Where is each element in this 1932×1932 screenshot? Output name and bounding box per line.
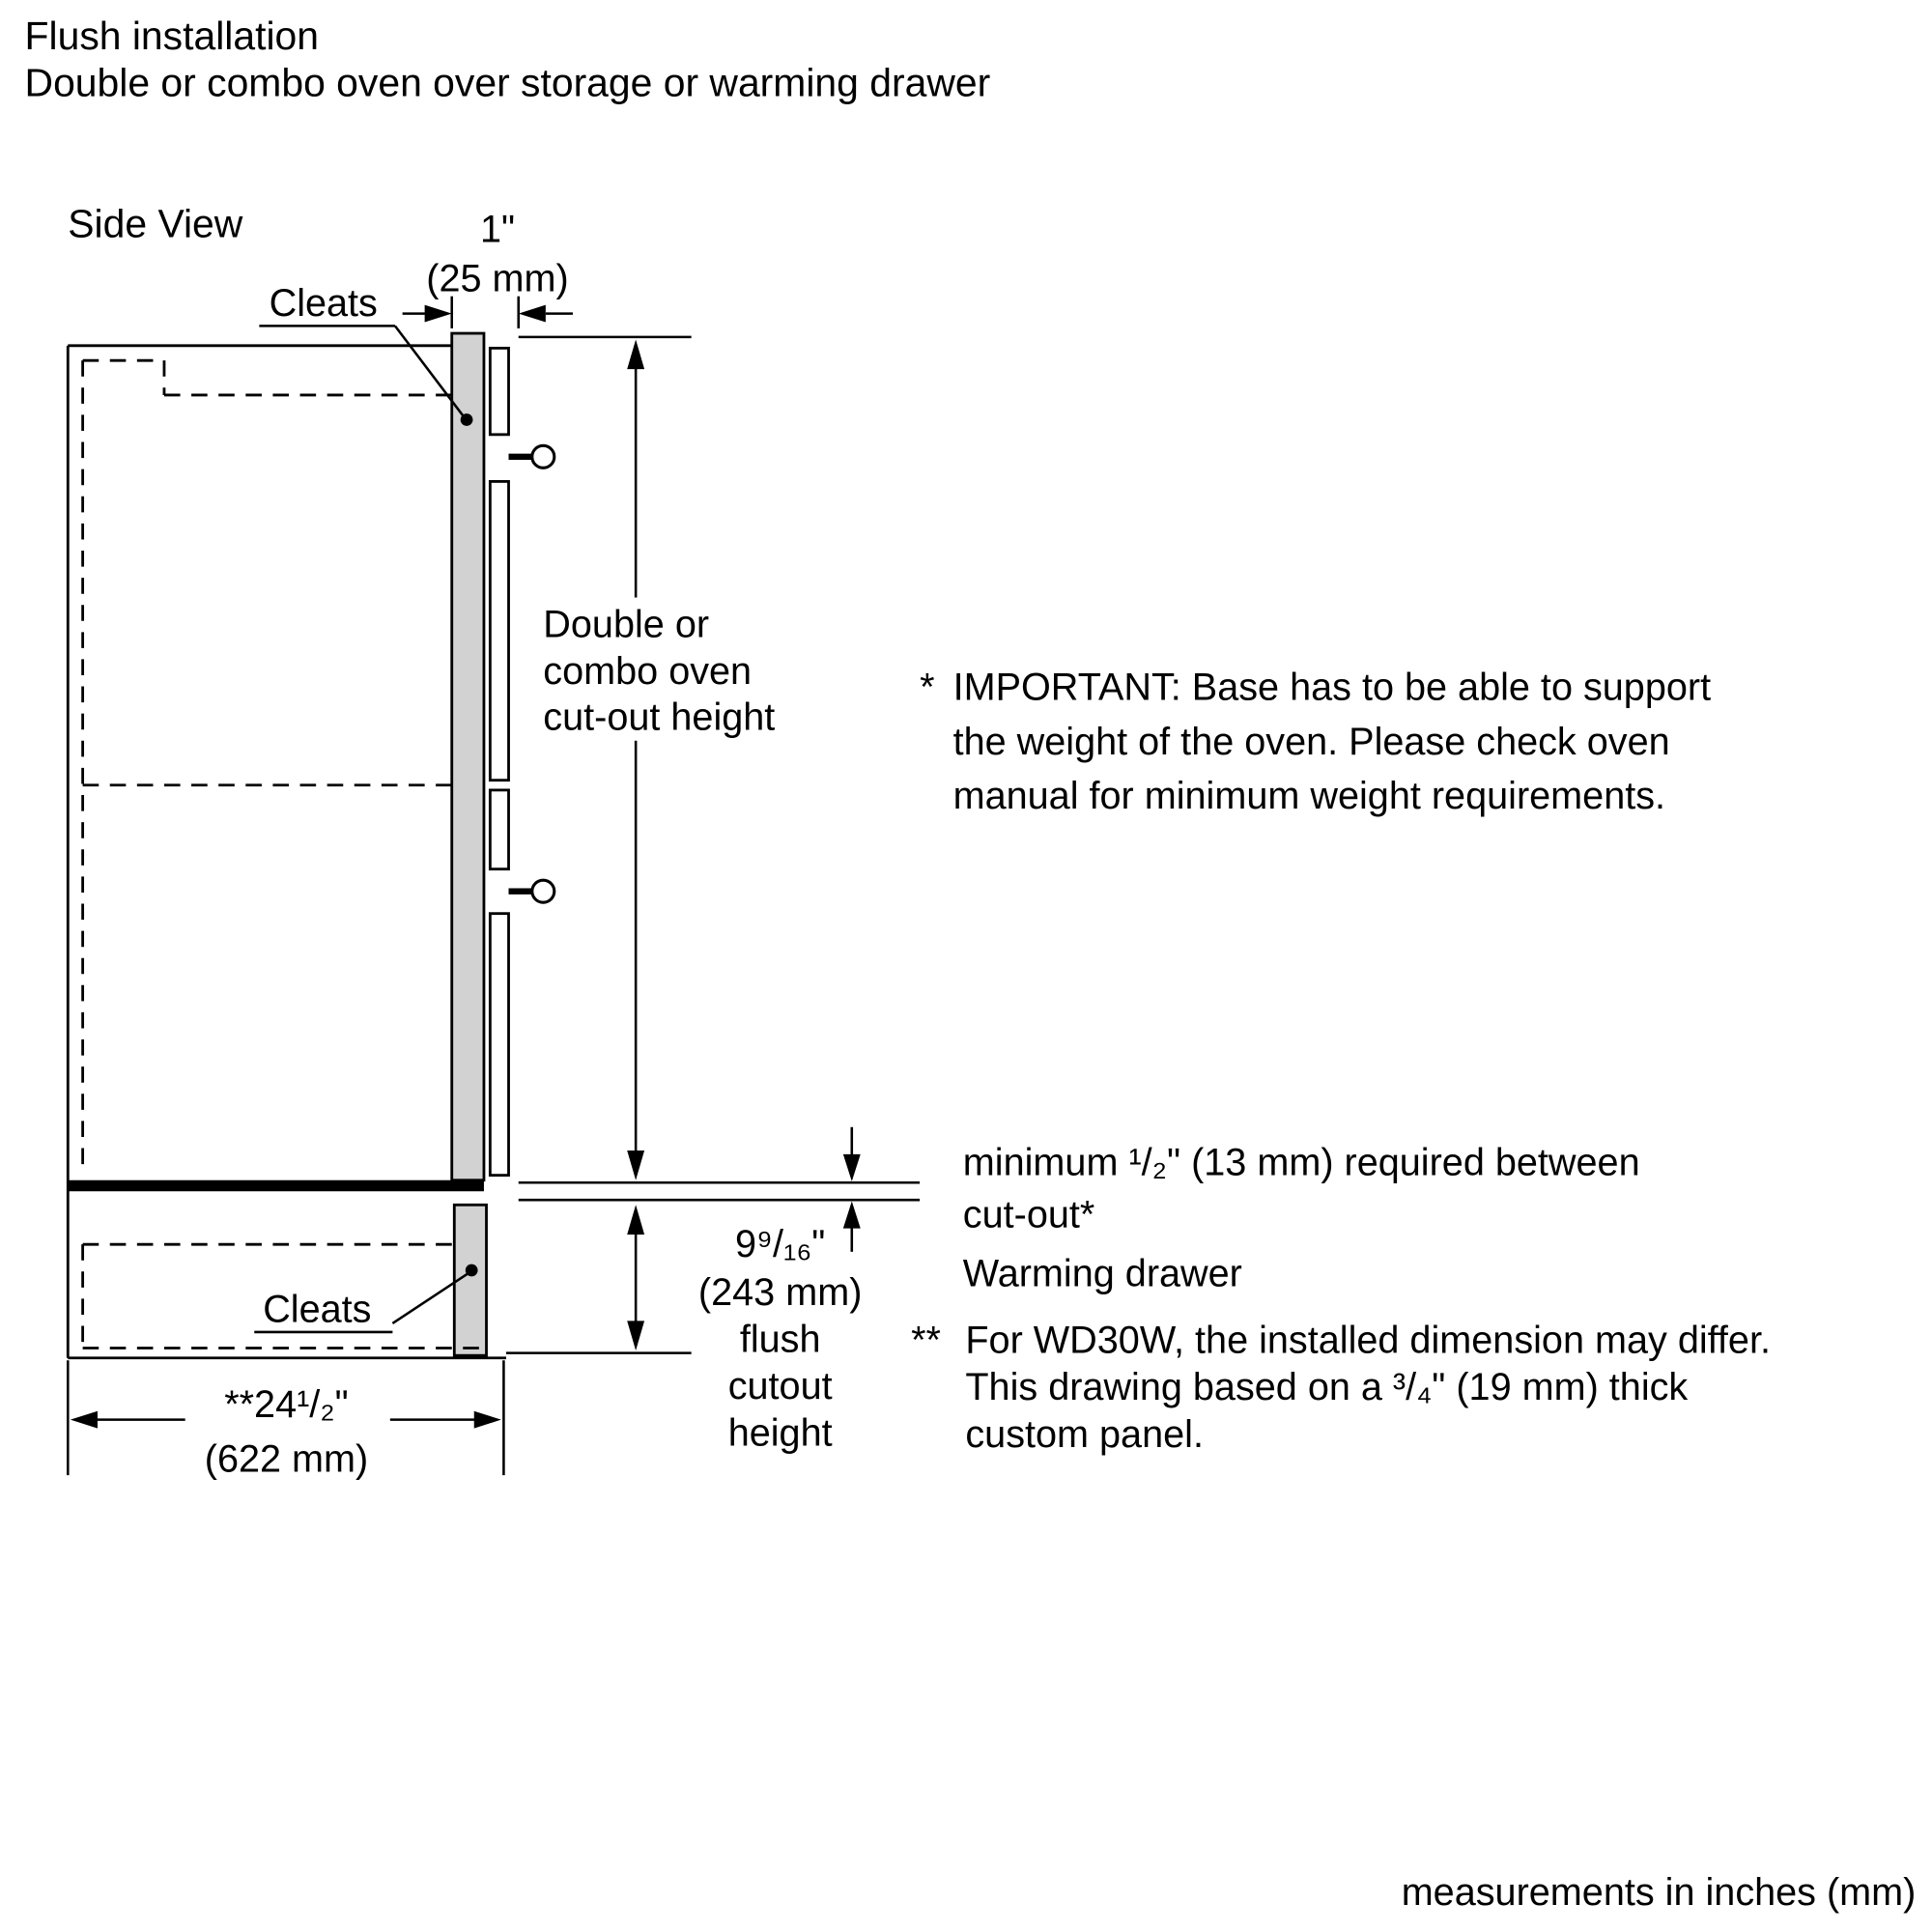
wd30w-note-line1: For WD30W, the installed dimension may d…: [965, 1320, 1771, 1362]
drawer-dim-arrow-top: [627, 1205, 645, 1235]
panel-dim-mm-label: (25 mm): [426, 258, 568, 300]
width-dim-arrow-left: [70, 1410, 98, 1429]
width-dim-label-bg: [185, 1379, 390, 1430]
custom-panel-upper: [450, 331, 486, 1182]
cutout-dim-arrow-bottom: [627, 1151, 645, 1180]
cleats-bottom-label: Cleats: [263, 1289, 371, 1331]
width-dim-arrow-right: [473, 1410, 501, 1429]
drawer-dim-line5: height: [728, 1411, 833, 1454]
cleats-top-leader: [393, 325, 466, 418]
cutout-label-line2: combo oven: [543, 650, 752, 693]
panel-dim-inches-label: 1": [480, 208, 515, 250]
drawer-dim-line4: cutout: [728, 1365, 833, 1407]
oven-handle-upper-knob: [530, 443, 556, 469]
cleats-top-label: Cleats: [270, 282, 378, 325]
width-dim-mm-label: (622 mm): [205, 1437, 368, 1480]
drawer-dim-line3: flush: [740, 1318, 821, 1360]
cleats-top-dot: [460, 413, 473, 426]
cutout-label-line1: Double or: [543, 603, 709, 645]
wd30w-note-line3: custom panel.: [965, 1413, 1204, 1456]
separator-bar: [68, 1179, 484, 1192]
oven-handle-lower-knob: [530, 878, 556, 904]
cleats-bottom-dot: [465, 1264, 478, 1277]
oven-front-strip-1: [488, 346, 510, 437]
page-subtitle: Double or combo oven over storage or war…: [25, 61, 991, 105]
important-note-marker: *: [920, 667, 934, 709]
minimum-gap-note-line1: minimum ¹/₂" (13 mm) required between: [963, 1142, 1640, 1184]
oven-front-strip-2: [488, 479, 510, 782]
drawer-dim-line2: (243 mm): [698, 1271, 862, 1314]
important-note-line1: IMPORTANT: Base has to be able to suppor…: [953, 667, 1712, 709]
panel-dim-arrow-right-head: [518, 304, 546, 323]
minimum-gap-note-line2: cut-out*: [963, 1193, 1095, 1236]
cutout-dim-arrow-top: [627, 339, 645, 370]
important-note-line2: the weight of the oven. Please check ove…: [953, 721, 1670, 763]
page-title: Flush installation: [25, 14, 319, 58]
side-view-label: Side View: [68, 201, 243, 245]
width-dim-inches-label: **24¹/₂": [224, 1383, 349, 1426]
drawer-dim-arrow-bottom: [627, 1321, 645, 1351]
cleats-bottom-leader: [391, 1271, 470, 1325]
wd30w-note-line2: This drawing based on a ³/₄" (19 mm) thi…: [965, 1366, 1688, 1408]
cutout-label-line3: cut-out height: [543, 696, 775, 738]
gap-arrow-up-head: [842, 1201, 861, 1229]
drawer-dim-line1: 9⁹/₁₆": [735, 1223, 825, 1265]
oven-front-strip-4: [488, 912, 510, 1178]
measurements-note: measurements in inches (mm): [1402, 1871, 1917, 1914]
important-note-line3: manual for minimum weight requirements.: [953, 775, 1665, 817]
gap-arrow-down-head: [842, 1153, 861, 1182]
wd30w-note-marker: **: [911, 1320, 941, 1362]
warming-drawer-label: Warming drawer: [963, 1253, 1242, 1295]
oven-front-strip-3: [488, 788, 510, 871]
cutout-label-bg: [533, 597, 828, 741]
panel-dim-arrow-left-head: [424, 304, 452, 323]
